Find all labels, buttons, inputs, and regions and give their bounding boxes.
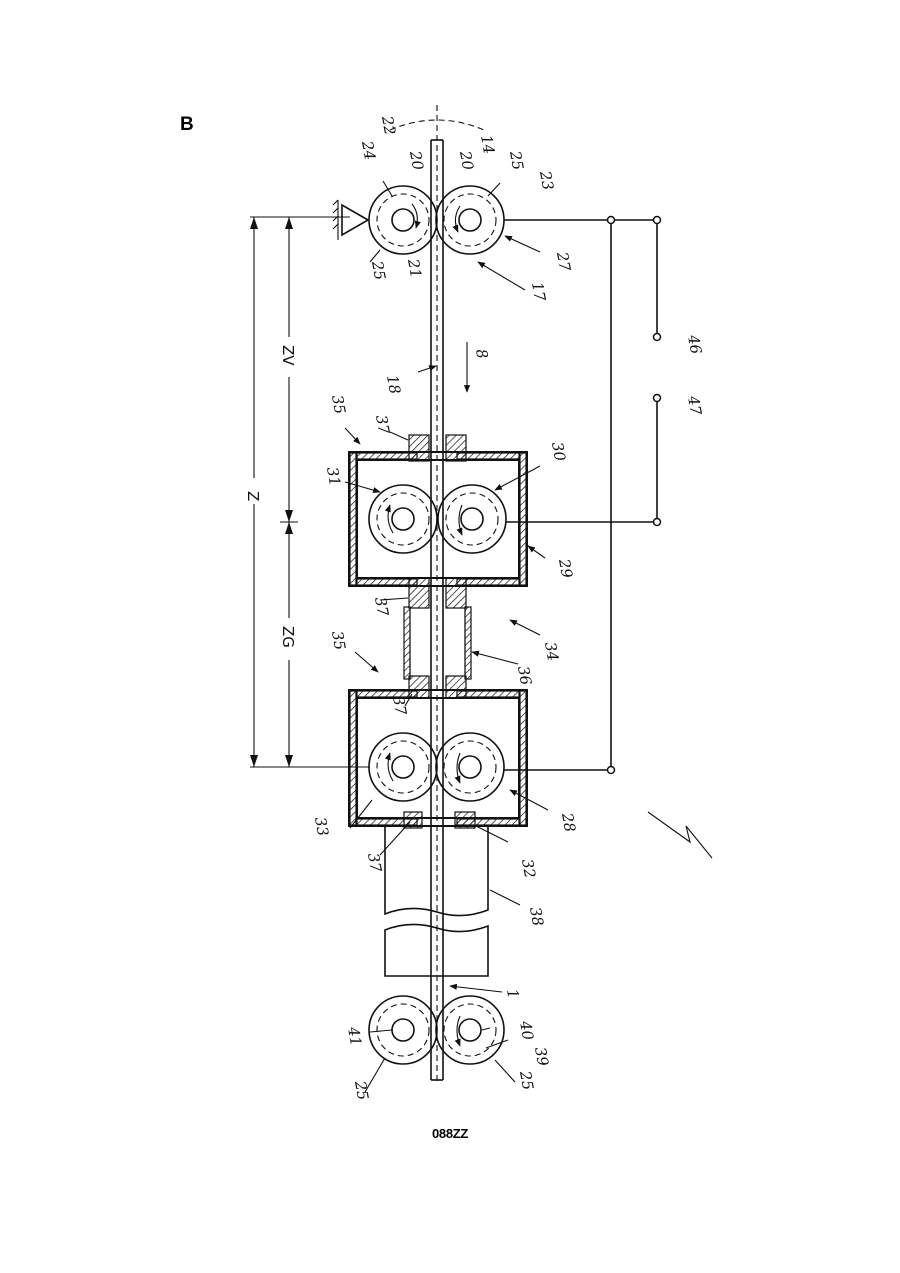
ref-37-low: 37 (389, 695, 410, 717)
ref-32: 32 (518, 858, 539, 880)
ref-25-bottom-right: 25 (516, 1069, 537, 1092)
ref-47: 47 (684, 394, 705, 417)
upper-roller-left (369, 485, 437, 553)
reference-numerals: 22 14 24 20 20 25 23 25 21 27 17 46 8 18… (311, 114, 705, 1102)
ref-37-bottom: 37 (364, 852, 385, 874)
ref-1: 1 (503, 988, 522, 1001)
ref-33: 33 (311, 816, 332, 838)
ref-46: 46 (684, 333, 705, 356)
fixed-support-icon (333, 200, 368, 240)
ref-30: 30 (548, 441, 569, 463)
ref-18: 18 (383, 374, 404, 396)
rotation-arrows (388, 204, 462, 1046)
ref-20-left: 20 (406, 149, 427, 172)
ref-8: 8 (472, 348, 491, 361)
ref-25-top: 25 (506, 149, 527, 172)
ref-37-top: 37 (372, 414, 393, 436)
ref-34: 34 (541, 641, 562, 663)
dimension-z: Z (244, 491, 262, 501)
upper-roller-right (438, 485, 506, 553)
bottom-roller-right (436, 996, 504, 1064)
ref-29: 29 (555, 557, 576, 580)
dimension-zg: ZG (279, 626, 297, 648)
ref-38: 38 (526, 906, 547, 928)
ref-35-top: 35 (328, 394, 349, 416)
ref-20-right: 20 (456, 149, 477, 172)
ref-25-bottom-left: 25 (351, 1079, 372, 1102)
ref-36: 36 (514, 665, 535, 687)
ref-35-mid: 35 (328, 630, 349, 652)
ref-21: 21 (404, 257, 425, 280)
dimension-zv: ZV (279, 345, 297, 366)
ref-23: 23 (536, 169, 557, 192)
ref-24: 24 (358, 139, 379, 162)
ref-40: 40 (516, 1019, 537, 1042)
top-roller-left (369, 186, 437, 254)
top-roller-right (436, 186, 504, 254)
ref-14: 14 (477, 134, 498, 156)
ref-31: 31 (323, 466, 344, 488)
leader-lines (345, 181, 548, 1092)
ref-37-mid: 37 (371, 596, 392, 618)
ref-28: 28 (558, 811, 579, 834)
ref-39: 39 (531, 1046, 552, 1068)
ref-25-left: 25 (368, 259, 389, 282)
lower-roller-right (436, 733, 504, 801)
ref-41: 41 (344, 1025, 365, 1048)
lower-roller-left (369, 733, 437, 801)
ref-22: 22 (378, 114, 399, 137)
bottom-roller-left (369, 996, 437, 1064)
break-symbol (648, 812, 712, 858)
ref-17: 17 (528, 281, 549, 303)
ref-27: 27 (553, 250, 574, 273)
